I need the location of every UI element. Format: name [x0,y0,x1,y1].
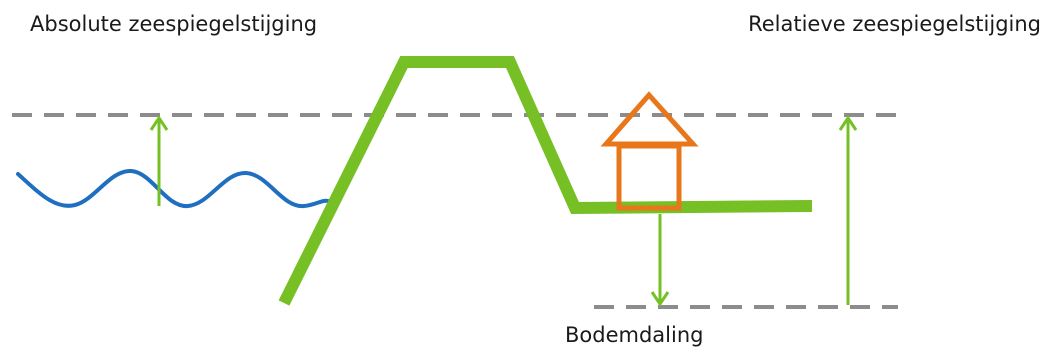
label-relative-sea-level-rise: Relatieve zeespiegelstijging [748,12,1041,36]
label-absolute-sea-level-rise: Absolute zeespiegelstijging [30,12,318,36]
house-icon [600,91,699,211]
dike-icon [278,56,813,306]
subsidence-arrow [650,214,670,307]
water-wave-icon [16,168,334,209]
relative-rise-arrow [838,115,858,305]
label-subsidence: Bodemdaling [565,323,704,347]
absolute-rise-arrow [149,115,169,206]
